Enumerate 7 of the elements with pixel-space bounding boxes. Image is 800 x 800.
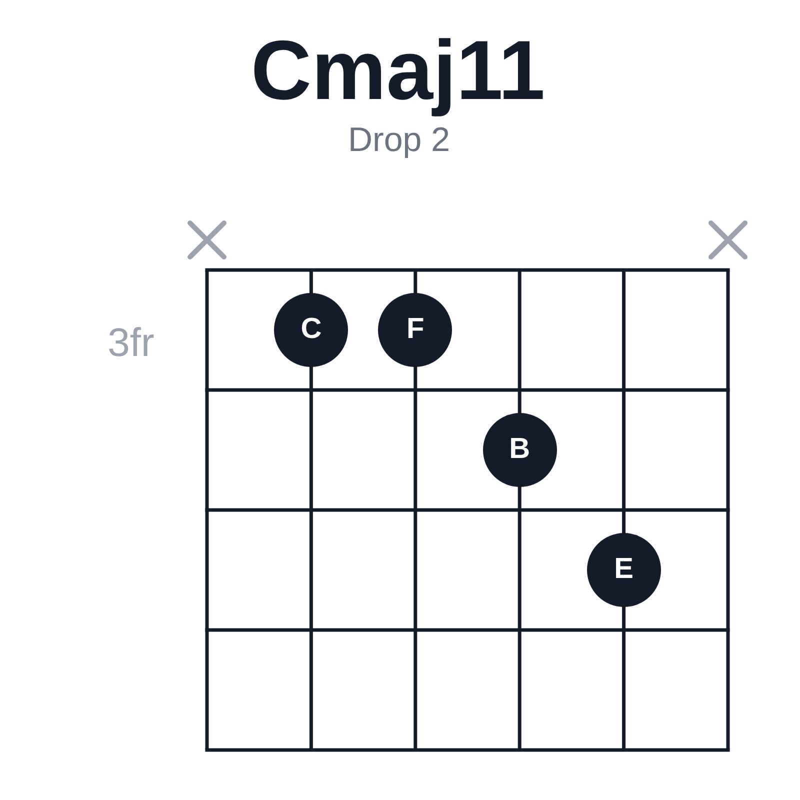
chord-title: Cmaj11 xyxy=(250,22,546,119)
finger-dot: C xyxy=(274,293,348,367)
voicing-subtitle: Drop 2 xyxy=(348,121,450,160)
finger-dot: E xyxy=(586,533,661,607)
finger-dot: B xyxy=(482,413,557,487)
finger-dot: F xyxy=(378,293,452,367)
fret-number: 3fr xyxy=(108,320,154,366)
